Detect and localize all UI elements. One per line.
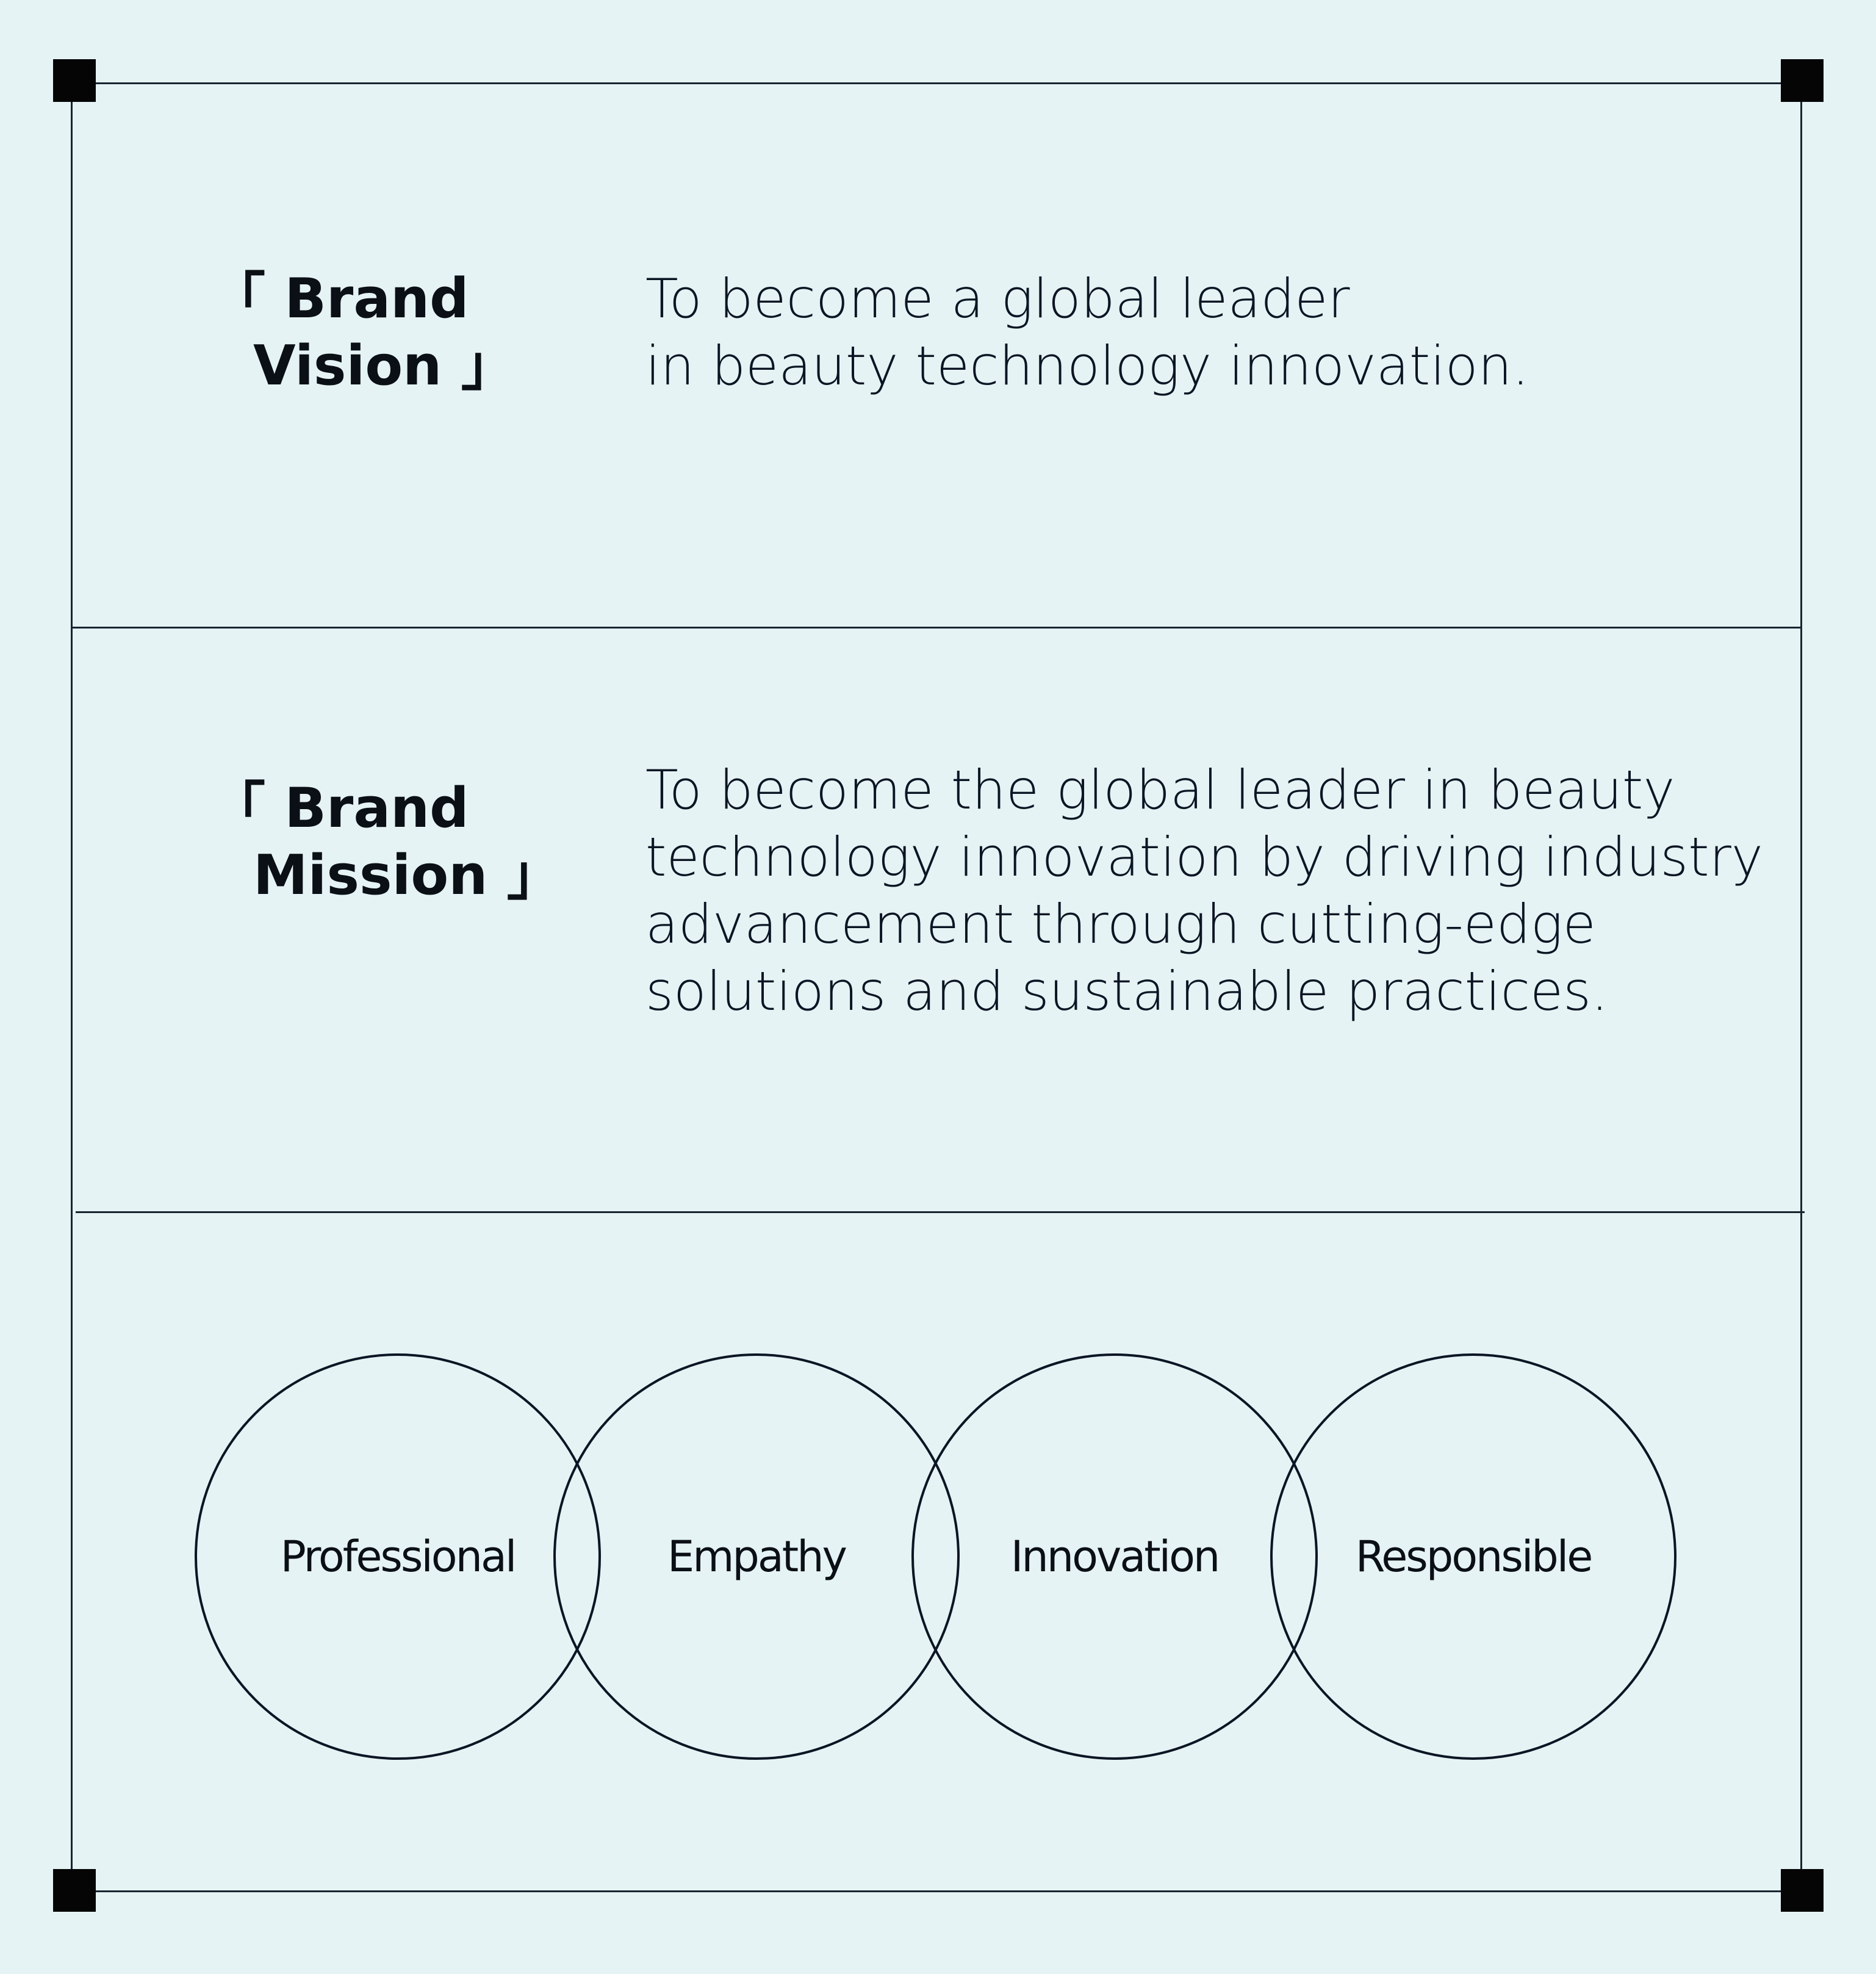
brand-vision-label-line1: 「 Brand <box>210 267 469 331</box>
brand-vision-label-line2: Vision 」 <box>253 334 516 398</box>
frame-bottom-line <box>73 1890 1806 1892</box>
value-circle-empathy: Empathy <box>553 1353 960 1760</box>
brand-vision-statement: To become a global leader in beauty tech… <box>645 265 1805 400</box>
brand-vision-line: To become a global leader <box>645 267 1350 330</box>
value-circle-innovation: Innovation <box>911 1353 1318 1760</box>
section-divider-2 <box>76 1211 1805 1213</box>
brand-vision-label: 「 Brand Vision 」 <box>210 265 516 400</box>
value-circle-responsible: Responsible <box>1270 1353 1677 1760</box>
brand-mission-statement: To become the global leader in beauty te… <box>645 757 1805 1025</box>
section-divider-1 <box>71 627 1802 629</box>
brand-mission-line: technology innovation by driving industr… <box>645 826 1763 888</box>
value-label-professional: Professional <box>281 1532 516 1582</box>
value-label-empathy: Empathy <box>667 1532 847 1582</box>
value-label-responsible: Responsible <box>1356 1532 1592 1582</box>
corner-square-bottom-left <box>53 1869 96 1912</box>
value-circle <box>553 1353 960 1760</box>
brand-vision-line: in beauty technology innovation. <box>645 334 1529 397</box>
corner-square-top-right <box>1781 59 1824 102</box>
brand-mission-line: advancement through cutting-edge <box>645 893 1596 956</box>
brand-mission-label: 「 Brand Mission 」 <box>210 775 562 909</box>
value-circle <box>1270 1353 1677 1760</box>
brand-mission-line: To become the global leader in beauty <box>645 758 1675 821</box>
value-label-innovation: Innovation <box>1011 1532 1219 1582</box>
frame-left-line <box>71 82 73 1892</box>
corner-square-bottom-right <box>1781 1869 1824 1912</box>
frame-right-line <box>1800 82 1802 1892</box>
brand-mission-label-line2: Mission 」 <box>253 843 562 907</box>
value-circle <box>911 1353 1318 1760</box>
corner-square-top-left <box>53 59 96 102</box>
brand-mission-line: solutions and sustainable practices. <box>645 960 1608 1023</box>
brand-mission-label-line1: 「 Brand <box>210 776 469 840</box>
value-circle-professional: Professional <box>195 1353 601 1760</box>
frame-top-line <box>73 82 1806 84</box>
value-circle <box>195 1353 601 1760</box>
